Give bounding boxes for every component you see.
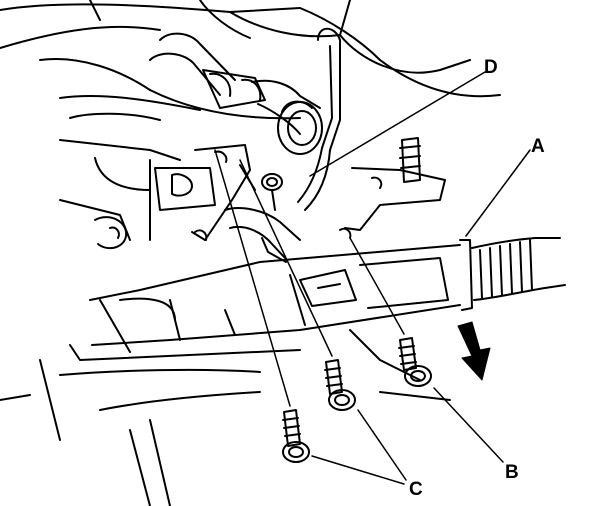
left-engine-structure <box>59 112 216 250</box>
direction-arrow-icon <box>457 321 491 381</box>
engine-upper-housing <box>0 0 501 120</box>
leader-c-left <box>311 455 405 485</box>
breather-hose <box>149 32 323 155</box>
bolt-axis-lines <box>214 149 405 407</box>
leader-c-right <box>357 409 407 481</box>
lower-chassis <box>0 329 451 506</box>
callout-leaders <box>309 71 531 485</box>
callout-label-c: C <box>409 479 423 500</box>
bolt-c-right <box>324 359 356 411</box>
callout-label-a: A <box>531 136 545 157</box>
mounting-bracket <box>191 144 256 241</box>
right-bracket <box>339 137 446 239</box>
bolt-b <box>398 337 432 387</box>
leader-d <box>309 71 486 177</box>
main-wire-harness <box>89 237 566 353</box>
leader-a <box>465 149 531 237</box>
callout-label-b: B <box>505 462 519 483</box>
leader-b <box>433 387 504 463</box>
wire-harness-loop <box>297 27 341 211</box>
lower-coolant-hose <box>224 173 301 263</box>
bolt-c-left <box>282 409 310 463</box>
callout-label-d: D <box>484 57 498 78</box>
